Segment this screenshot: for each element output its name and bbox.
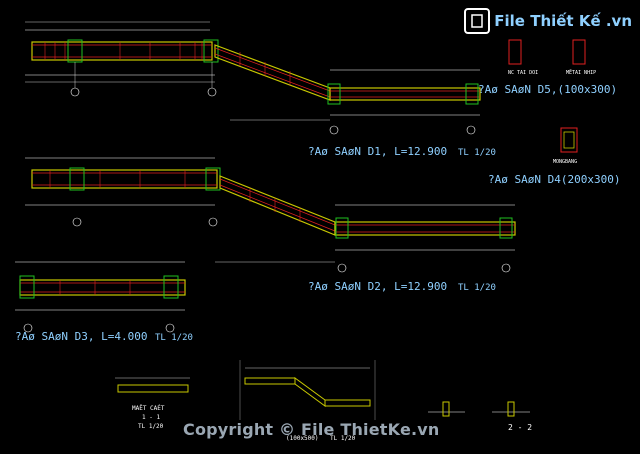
section-1-1 <box>115 377 190 393</box>
legend-mong-bang: MONGBANG <box>553 159 577 165</box>
section-1-1-sub: 1 - 1 <box>142 414 160 421</box>
beam-d5-upper <box>25 21 219 97</box>
mid-stair-detail <box>239 360 376 420</box>
section-2-2 <box>428 401 530 417</box>
file-icon <box>464 8 491 34</box>
beam-d1-lower <box>215 204 516 273</box>
title-d2: ?Aø SAøN D2, L=12.900 <box>308 280 447 293</box>
copyright-watermark: Copyright © File ThietKe.vn <box>183 420 440 439</box>
title-d3: ?Aø SAøN D3, L=4.000 <box>15 330 147 343</box>
mid-scale: TL 1/20 <box>330 435 356 442</box>
ramp-d5 <box>214 44 331 101</box>
section-1-1-scale: TL 1/20 <box>138 423 164 430</box>
scale-d1: TL 1/20 <box>458 148 496 158</box>
title-d1: ?Aø SAøN D1, L=12.900 <box>308 145 447 158</box>
beam-d1-upper <box>25 157 221 227</box>
legend-nc-tai: NC TAI DOI <box>508 70 538 76</box>
logo-text: File Thiết Kế .vn <box>494 12 632 30</box>
legend-mat-nhip: MËTAI NHIP <box>566 69 596 76</box>
section-1-1-label: MAËT CAÉT <box>132 404 165 412</box>
scale-d2: TL 1/20 <box>458 283 496 293</box>
scale-d3: TL 1/20 <box>155 333 193 343</box>
logo: File Thiết Kế .vn <box>464 8 632 34</box>
section-d4-small <box>560 127 578 153</box>
title-d5: ?Aø SAøN D5,(100x300) <box>478 83 617 96</box>
mid-code: (100x500) <box>286 435 319 442</box>
section-2-2-label: 2 - 2 <box>508 423 532 432</box>
beam-d3 <box>15 261 186 333</box>
section-d5-small <box>508 39 586 65</box>
beam-d5-lower <box>230 69 481 135</box>
ramp-d1 <box>219 175 336 236</box>
title-d4: ?Aø SAøN D4(200x300) <box>488 173 620 186</box>
